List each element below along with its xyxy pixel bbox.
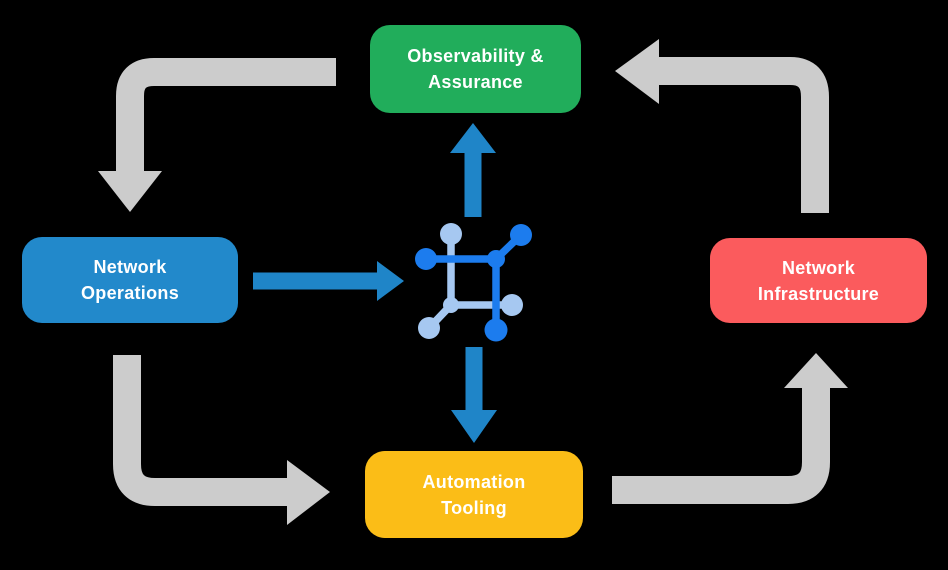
icon-node-bottom-left [418, 317, 440, 339]
node-label-line2: Infrastructure [757, 283, 880, 304]
icon-node-top [440, 223, 462, 245]
cycle-arrow-infrastructure-to-observability [615, 39, 829, 213]
cycle-arrow-head-down [98, 171, 162, 212]
node-observability-assurance: Observability & Assurance [370, 25, 581, 113]
node-label-line2: Tooling [441, 497, 507, 518]
cycle-arrow-observability-to-operations [98, 58, 336, 212]
icon-node-bottom [484, 318, 508, 342]
flow-arrow-head-down [451, 410, 497, 443]
cycle-arrow-shaft [612, 388, 830, 504]
node-label-line1: Network [781, 257, 856, 278]
icon-node-top-right [510, 224, 532, 246]
flow-arrow-head-right [377, 261, 404, 301]
cycle-arrow-head-up [784, 353, 848, 388]
node-label-line2: Assurance [428, 72, 523, 92]
cycle-arrow-shaft [658, 57, 829, 213]
node-label-line1: Observability & [407, 46, 544, 66]
network-topology-icon [415, 223, 532, 342]
cycle-arrow-operations-to-automation [113, 355, 330, 525]
node-label-line1: Automation [422, 471, 526, 492]
flow-arrow-hub-to-automation [451, 347, 497, 443]
node-network-infrastructure: Network Infrastructure [710, 238, 927, 323]
cycle-arrow-automation-to-infrastructure [612, 353, 848, 504]
node-label-line2: Operations [80, 283, 180, 303]
node-label-line1: Network [93, 257, 167, 277]
flow-arrow-head-up [450, 123, 496, 153]
cycle-arrow-head-right [287, 460, 330, 525]
cycle-arrow-shaft [113, 355, 288, 506]
icon-corner-node-light [443, 297, 459, 313]
flow-arrow-operations-to-hub [253, 261, 404, 301]
node-automation-tooling: Automation Tooling [365, 451, 583, 538]
node-network-operations: Network Operations [22, 237, 238, 323]
icon-node-right [501, 294, 523, 316]
cycle-arrow-head-left [615, 39, 659, 104]
icon-corner-node-dark [487, 250, 505, 268]
icon-node-left [415, 248, 437, 270]
cycle-arrow-shaft [116, 58, 336, 172]
flow-arrow-hub-to-observability [450, 123, 496, 217]
